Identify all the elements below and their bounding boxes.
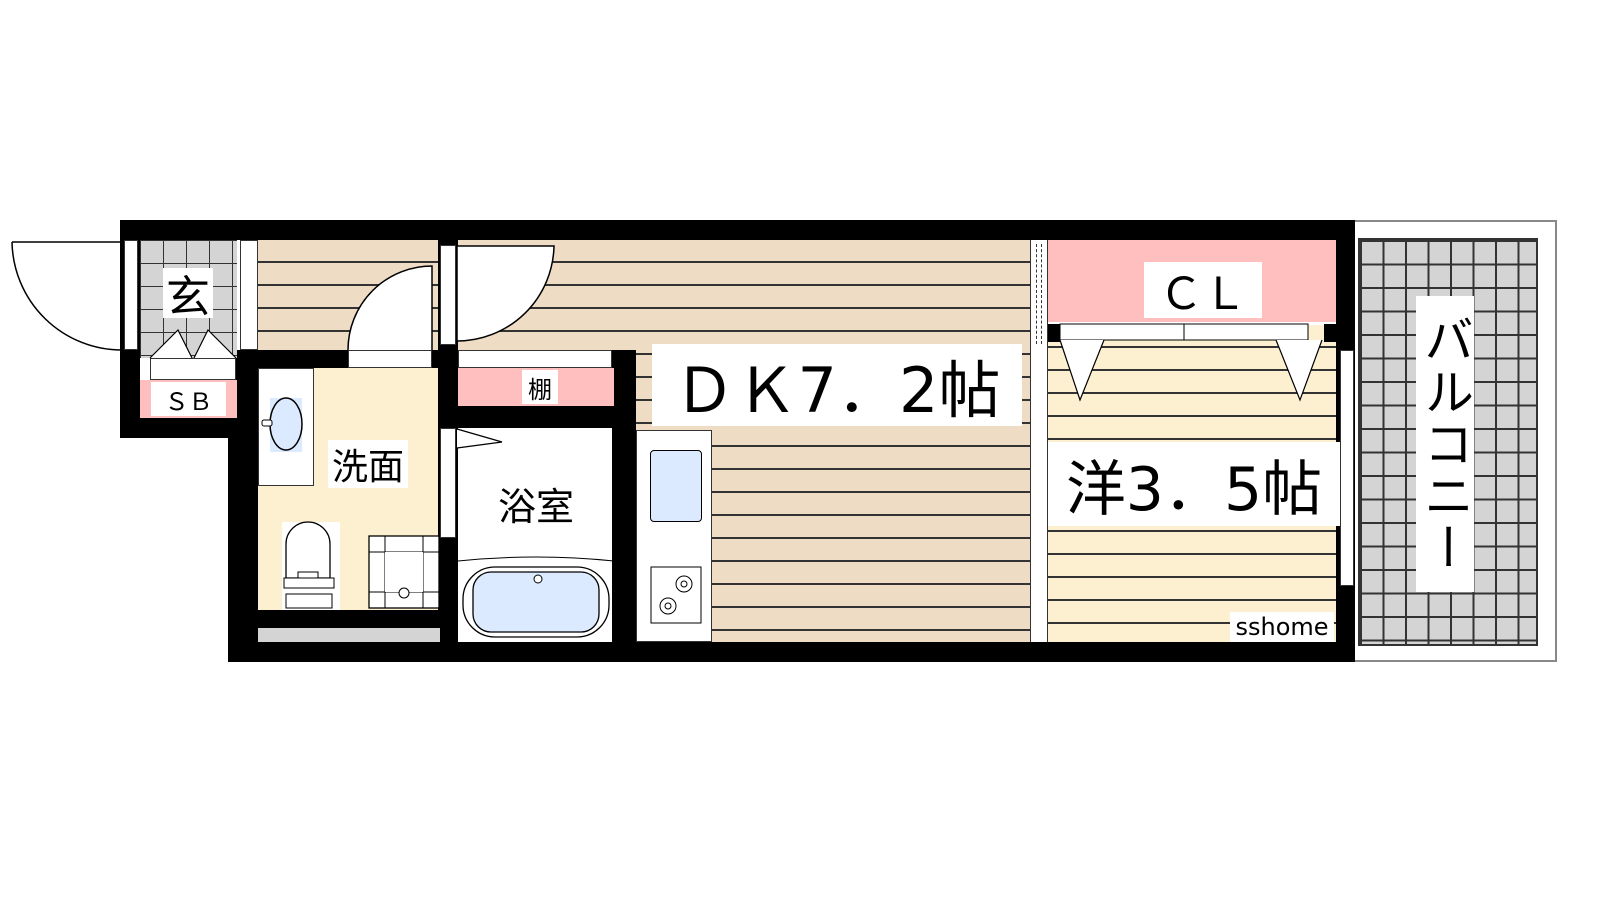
balcony-window[interactable]	[1340, 350, 1354, 586]
entrance-door-icon[interactable]	[10, 240, 130, 352]
balcony-label: バルコニー	[1416, 296, 1474, 592]
toilet-icon	[282, 521, 340, 610]
dk-door-frame	[440, 245, 456, 345]
bathroom-wall-top	[440, 406, 636, 428]
entrance-wall-bottom	[120, 418, 258, 438]
closet-door-icon[interactable]	[1059, 323, 1324, 404]
dk-label: ＤＫ7．2帖	[652, 344, 1022, 427]
sink-icon	[261, 397, 303, 452]
bathtub-icon	[457, 556, 615, 638]
dk-door-icon[interactable]	[456, 245, 556, 343]
outer-wall-top	[120, 220, 1355, 240]
kitchen-sink-icon	[650, 450, 702, 522]
shoe-box-doors	[150, 358, 236, 380]
washing-machine-pan-icon	[368, 535, 440, 609]
shelf-wall	[612, 350, 636, 662]
balcony-outline	[1355, 220, 1557, 662]
entrance-label: 玄	[163, 268, 213, 323]
bathroom-door-frame	[440, 428, 456, 538]
washroom-strip	[258, 628, 440, 642]
shelf-top	[458, 350, 612, 368]
closet-post	[1048, 324, 1060, 342]
entrance-door-frame	[124, 240, 138, 350]
washroom-wall-bottom	[258, 610, 440, 628]
bathroom-label: 浴室	[488, 478, 584, 529]
washroom-door-frame	[348, 350, 432, 368]
bathroom-door-icon[interactable]	[456, 428, 516, 450]
shoe-box-label: ＳＢ	[151, 382, 226, 416]
closet-post-right	[1324, 324, 1338, 342]
outer-wall-bottom	[228, 642, 1355, 662]
sliding-partition[interactable]	[1030, 240, 1048, 642]
western-label: 洋3．5帖	[1048, 442, 1340, 526]
shoe-box-door-icon	[149, 328, 237, 359]
stove-icon	[650, 566, 702, 624]
shelf-label: 棚	[522, 370, 558, 404]
washroom-label: 洗面	[328, 440, 408, 488]
closet-label: ＣＬ	[1144, 262, 1262, 320]
partition-dashes	[1036, 244, 1042, 344]
washroom-door-icon[interactable]	[347, 265, 434, 351]
watermark: sshome	[1230, 612, 1334, 642]
hallway-frame	[240, 240, 258, 350]
